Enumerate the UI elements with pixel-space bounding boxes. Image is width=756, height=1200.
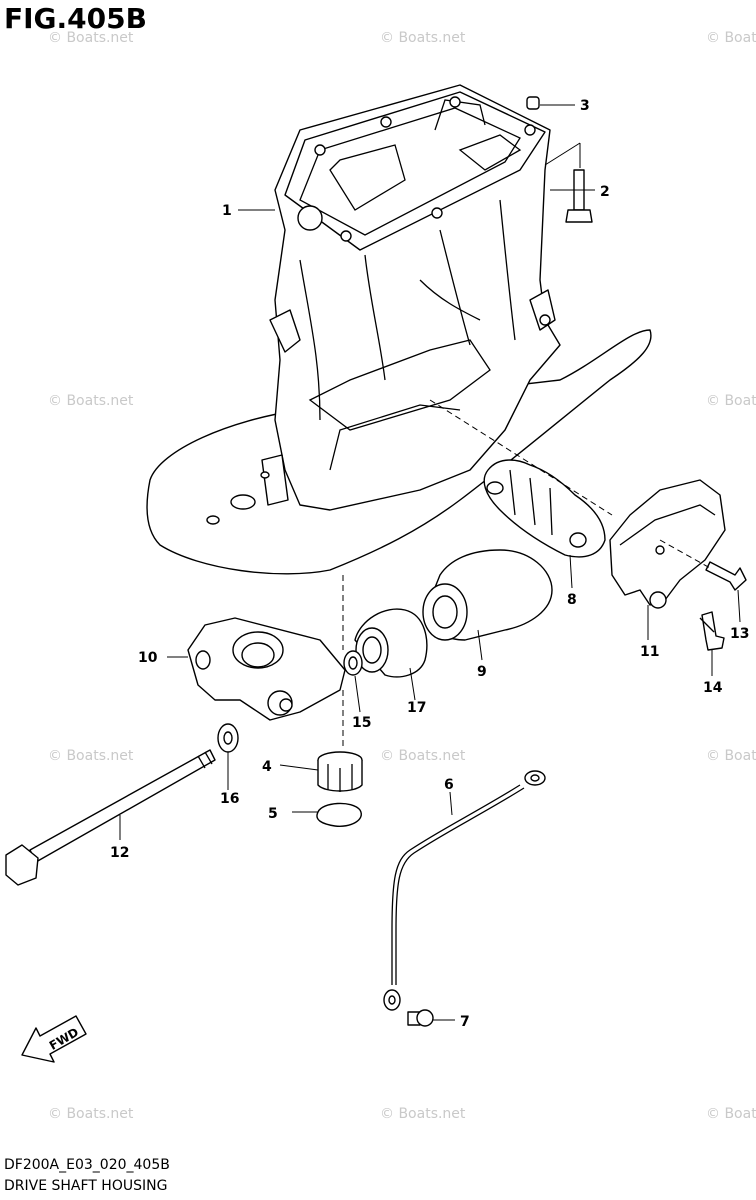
callout-9: 9	[477, 664, 487, 680]
callout-7: 7	[460, 1014, 470, 1030]
watermark-6: © Boats.net	[706, 393, 756, 409]
callout-5: 5	[268, 806, 278, 822]
figure-title: FIG.405B	[4, 2, 147, 35]
callout-3: 3	[580, 98, 590, 114]
lower-mount-rubber	[422, 549, 553, 641]
mount-bolt-13	[705, 561, 747, 591]
watermark-3: © Boats.net	[706, 30, 756, 46]
ground-screw	[407, 1009, 434, 1027]
leader-lines	[119, 104, 741, 1021]
callout-4: 4	[262, 759, 272, 775]
watermark-10: © Boats.net	[48, 1106, 134, 1122]
callout-17: 17	[407, 700, 426, 716]
watermark-2: © Boats.net	[380, 30, 466, 46]
washer-15	[343, 650, 363, 676]
watermark-4: © Boats.net	[48, 393, 134, 409]
dowel-pin	[526, 96, 540, 110]
mount-bracket	[609, 479, 726, 609]
drive-shaft-housing	[146, 84, 652, 575]
callout-2: 2	[600, 184, 610, 200]
mount-nut	[317, 751, 363, 792]
callout-12: 12	[110, 845, 129, 861]
watermark-1: © Boats.net	[48, 30, 134, 46]
callout-11: 11	[640, 644, 659, 660]
callout-1: 1	[222, 203, 232, 219]
callout-14: 14	[703, 680, 723, 696]
watermark-12: © Boats.net	[706, 1106, 756, 1122]
mount-bolt-14	[699, 611, 725, 651]
mount-housing	[187, 617, 346, 721]
watermark-8: © Boats.net	[380, 748, 466, 764]
callout-13: 13	[730, 626, 749, 642]
through-bolt	[5, 749, 216, 886]
watermark-7: © Boats.net	[48, 748, 134, 764]
washer-16	[217, 723, 239, 753]
upper-mount-rubber	[483, 459, 606, 558]
callout-15: 15	[352, 715, 371, 731]
watermark-9: © Boats.net	[706, 748, 756, 764]
fwd-arrow-icon: FWD	[21, 1015, 87, 1063]
callouts: 1 2 3 4 5 6 7 8 9 10 11 12 13 14 15 16 1…	[110, 98, 749, 1030]
callout-6: 6	[444, 777, 454, 793]
callout-16: 16	[220, 791, 239, 807]
ground-wire	[383, 770, 546, 1011]
figure-caption: DRIVE SHAFT HOUSING	[4, 1178, 168, 1194]
mount-bushing	[354, 608, 428, 678]
watermark-11: © Boats.net	[380, 1106, 466, 1122]
retaining-clip	[316, 802, 362, 827]
figure-code: DF200A_E03_020_405B	[4, 1157, 170, 1173]
callout-10: 10	[138, 650, 158, 666]
callout-8: 8	[567, 592, 577, 608]
housing-bolt	[544, 142, 593, 223]
